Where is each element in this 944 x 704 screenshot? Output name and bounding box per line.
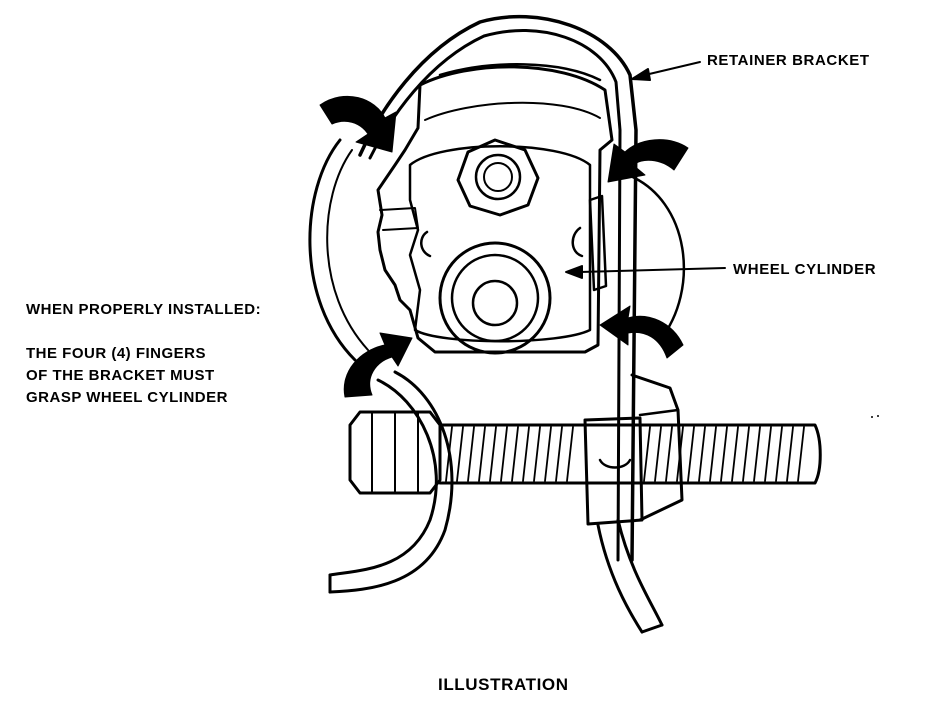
bolt-thread [511, 426, 519, 482]
bolt-thread [720, 426, 728, 482]
bolt-thread [544, 426, 552, 482]
bolt-thread [445, 426, 453, 482]
bolt-thread [456, 426, 464, 482]
bolt-thread [522, 426, 530, 482]
bolt-thread [467, 426, 475, 482]
brake-line-inlet [438, 241, 552, 355]
wheel-cylinder-body [376, 63, 614, 354]
bolt-thread [775, 426, 783, 482]
note-line: GRASP WHEEL CYLINDER [26, 389, 228, 406]
backing-plate [308, 138, 686, 362]
bolt-thread [764, 426, 772, 482]
mounting-bolt [348, 410, 822, 495]
bolt-thread [500, 426, 508, 482]
bolt-thread [643, 426, 651, 482]
bleeder-screw [456, 138, 540, 217]
bolt-thread [709, 426, 717, 482]
bolt-thread [797, 426, 805, 482]
bolt-thread [786, 426, 794, 482]
bolt-thread [742, 426, 750, 482]
bolt-thread [753, 426, 761, 482]
arrow-lower-right [599, 305, 684, 359]
bolt-thread [698, 426, 706, 482]
nut-block [583, 373, 684, 526]
label-retainer-bracket: RETAINER BRACKET [707, 52, 870, 69]
arrow-upper-right [607, 139, 689, 183]
bolt-thread [478, 426, 486, 482]
specks [871, 415, 879, 418]
bolt-thread [665, 426, 673, 482]
note-heading: WHEN PROPERLY INSTALLED: [26, 301, 262, 318]
bolt-thread [687, 426, 695, 482]
bolt-thread [654, 426, 662, 482]
note-line: OF THE BRACKET MUST [26, 367, 215, 384]
bolt-thread [731, 426, 739, 482]
finger-arrows [319, 95, 689, 398]
label-wheel-cylinder: WHEEL CYLINDER [733, 261, 877, 278]
figure-caption: ILLUSTRATION [438, 675, 569, 694]
bolt-thread [566, 426, 574, 482]
leader-lines [565, 61, 726, 279]
arrow-upper-left [319, 95, 397, 153]
note-line: THE FOUR (4) FINGERS [26, 345, 207, 362]
bolt-thread [489, 426, 497, 482]
bolt-thread [555, 426, 563, 482]
arrow-lower-left [343, 332, 413, 398]
bolt-thread [533, 426, 541, 482]
